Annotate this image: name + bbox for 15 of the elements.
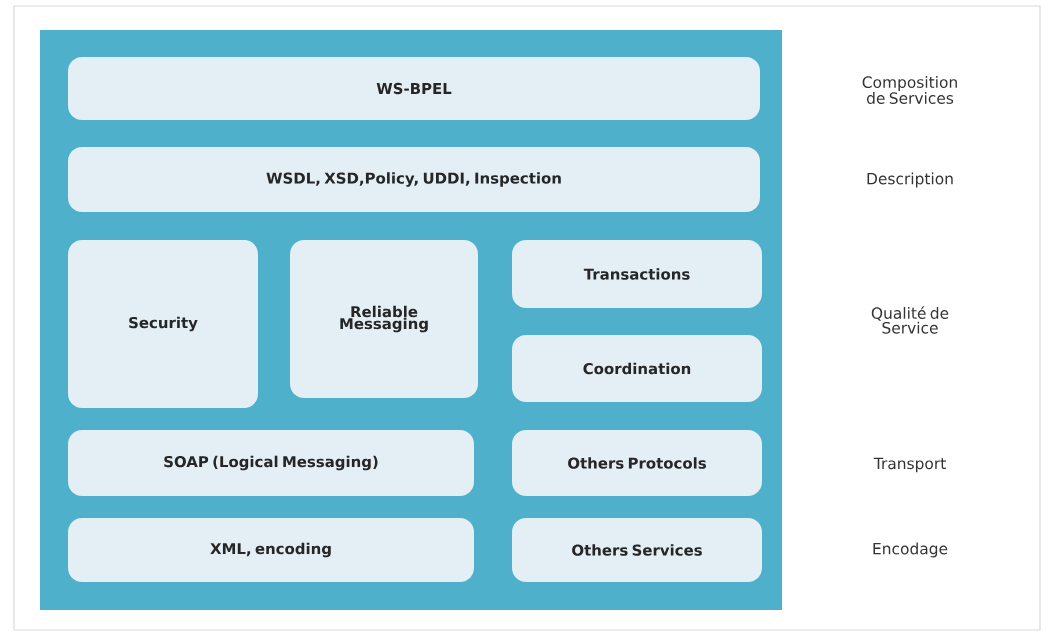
layer-box: XML, encoding	[68, 518, 474, 582]
layer-label: Qualité de Service	[871, 306, 949, 334]
layer-box: Others Protocols	[512, 430, 762, 496]
layer-box: Others Services	[512, 518, 762, 582]
layer-label: Encodage	[873, 542, 948, 558]
layer-box: WSDL, XSD,Policy, UDDI, Inspection	[68, 147, 760, 212]
layer-box: WS-BPEL	[68, 57, 760, 120]
layer-label: Description	[867, 172, 953, 188]
layer-label: Transport	[873, 457, 946, 473]
layer-box: Reliable Messaging	[290, 240, 478, 398]
layer-box: Security	[68, 240, 258, 408]
layer-box: Transactions	[512, 240, 762, 308]
layer-box: Coordination	[512, 335, 762, 402]
layer-label: Composition de Services	[862, 76, 957, 104]
layer-box: SOAP (Logical Messaging)	[68, 430, 474, 496]
